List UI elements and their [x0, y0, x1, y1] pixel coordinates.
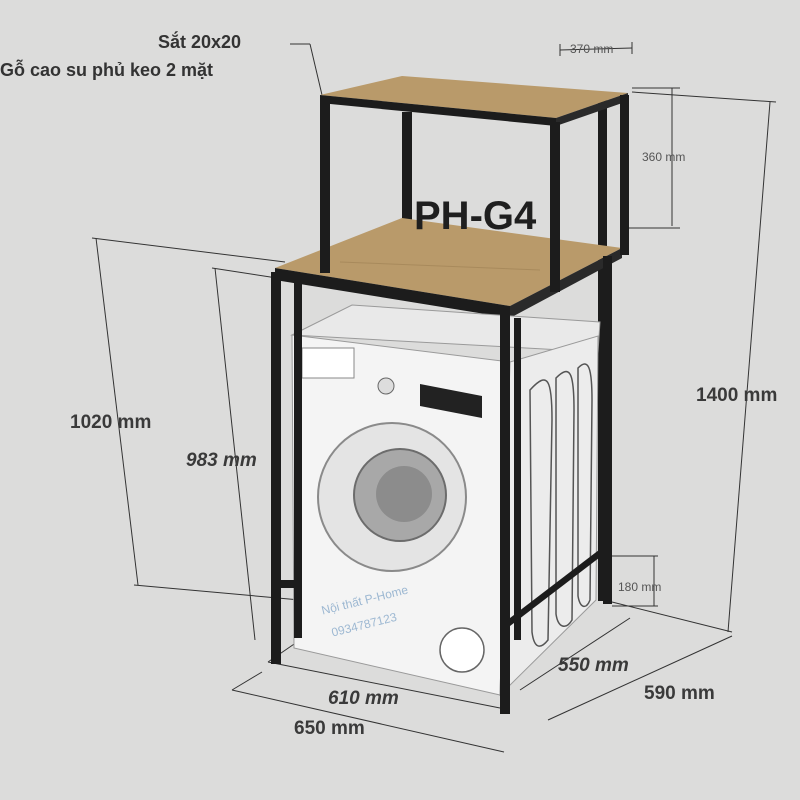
dim-shelf-top-depth: 370 mm: [570, 42, 614, 56]
frame-material-label: Sắt 20x20: [158, 32, 242, 52]
dim-outer-width: 650 mm: [294, 718, 365, 739]
wood-material-label: Gỗ cao su phủ keo 2 mặt: [0, 60, 214, 80]
frame-front-posts: [271, 256, 612, 714]
dim-lower-frame-height: 1020 mm: [70, 412, 152, 433]
dim-inner-width: 610 mm: [328, 688, 399, 709]
frame-upper-posts: [320, 95, 629, 292]
washing-machine: [290, 304, 601, 697]
dim-shelf-gap: 360 mm: [642, 150, 686, 164]
dim-outer-depth: 590 mm: [644, 683, 715, 704]
frame-back-posts: [402, 95, 607, 601]
dim-inner-depth: 550 mm: [558, 655, 629, 676]
top-shelf: [320, 76, 628, 126]
middle-shelf: [275, 218, 622, 318]
dim-machine-height: 983 mm: [186, 450, 257, 471]
dim-foot-clearance: 180 mm: [618, 580, 662, 594]
dim-total-height: 1400 mm: [696, 385, 778, 406]
model-code: PH-G4: [414, 194, 537, 238]
